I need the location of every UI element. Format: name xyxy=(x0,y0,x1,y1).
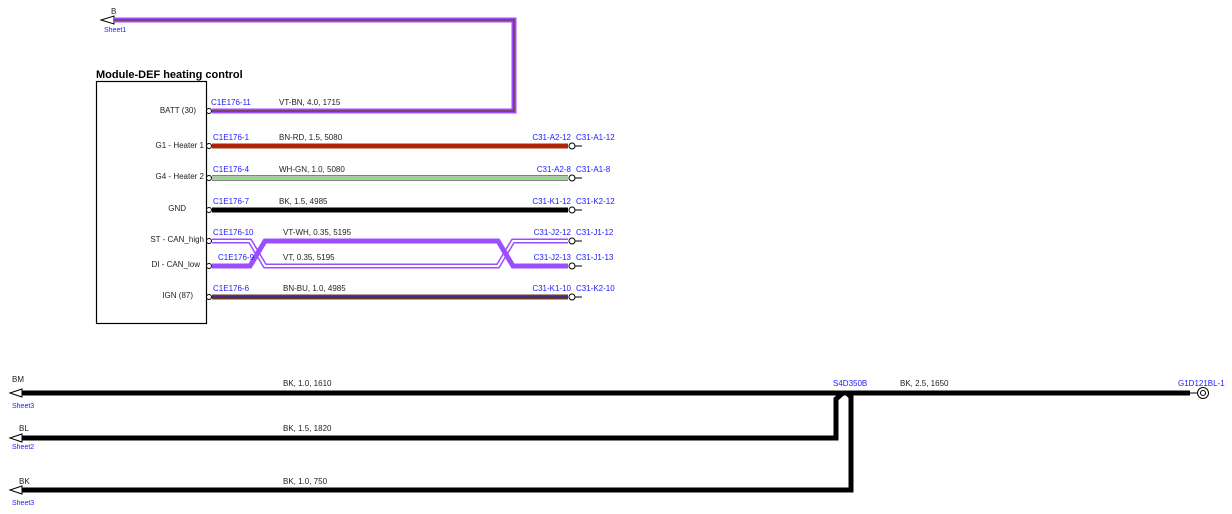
pin-label-can-high: ST - CAN_high xyxy=(150,235,204,244)
branch-spec-bl: BK, 1.5, 1820 xyxy=(283,424,332,433)
wire-to-b-heater1[interactable]: C31-A1-12 xyxy=(576,133,615,142)
connector-pin-icon xyxy=(568,142,576,150)
wire-from-c1e176-6[interactable]: C1E176-6 xyxy=(213,284,250,293)
wire-batt-route[interactable] xyxy=(114,17,517,114)
wire-to-a-can-high[interactable]: C31-J2-12 xyxy=(534,228,572,237)
wire-to-a-heater1[interactable]: C31-A2-12 xyxy=(532,133,571,142)
pin-terminal-icon xyxy=(206,143,212,149)
connector-pin-icon xyxy=(568,262,576,270)
wire-to-a-can-low[interactable]: C31-J2-13 xyxy=(534,253,572,262)
wire-from-c1e176-9[interactable]: C1E176-9 xyxy=(218,253,255,262)
pin-label-batt: BATT (30) xyxy=(160,106,196,115)
wire-to-a-ign[interactable]: C31-K1-10 xyxy=(532,284,571,293)
connector-arrow-icon xyxy=(8,388,23,398)
wire-spec-ign: BN-BU, 1.0, 4985 xyxy=(283,284,346,293)
splice-label[interactable]: S4D350B xyxy=(833,379,867,388)
wire-to-a-gnd[interactable]: C31-K1-12 xyxy=(532,197,571,206)
branch-spec-bk: BK, 1.0, 750 xyxy=(283,477,328,486)
connector-arrow-icon xyxy=(8,485,23,495)
wire-row-heater1[interactable]: C1E176-1 BN-RD, 1.5, 5080 C31-A2-12 C31-… xyxy=(206,133,616,150)
connector-arrow-icon xyxy=(99,15,115,25)
wire-row-heater2[interactable]: C1E176-4 WH-GN, 1.0, 5080 C31-A2-8 C31-A… xyxy=(206,165,611,182)
ground-harness[interactable]: BM Sheet3 BK, 1.0, 1610 BL Sheet2 BK, 1.… xyxy=(8,375,1225,507)
wire-spec-heater2: WH-GN, 1.0, 5080 xyxy=(279,165,345,174)
wire-spec-batt: VT-BN, 4.0, 1715 xyxy=(279,98,341,107)
wire-from-c1e176-10[interactable]: C1E176-10 xyxy=(213,228,254,237)
wire-spec-heater1: BN-RD, 1.5, 5080 xyxy=(279,133,343,142)
wire-to-b-gnd[interactable]: C31-K2-12 xyxy=(576,197,615,206)
wire-spec-gnd: BK, 1.5, 4985 xyxy=(279,197,328,206)
branch-sheet-link-bm[interactable]: Sheet3 xyxy=(12,403,34,410)
wire-row-ign[interactable]: C1E176-6 BN-BU, 1.0, 4985 C31-K1-10 C31-… xyxy=(206,284,616,301)
pin-label-ign: IGN (87) xyxy=(162,291,193,300)
branch-label-bk: BK xyxy=(19,477,30,486)
module-box[interactable] xyxy=(95,80,208,325)
pin-terminal-icon xyxy=(206,263,212,269)
connector-pin-icon xyxy=(568,237,576,245)
wire-from-c1e176-4[interactable]: C1E176-4 xyxy=(213,165,250,174)
pin-label-gnd: GND xyxy=(168,204,186,213)
wire-row-batt[interactable]: C1E176-11 VT-BN, 4.0, 1715 xyxy=(206,98,341,114)
wire-from-c1e176-1[interactable]: C1E176-1 xyxy=(213,133,250,142)
wire-to-b-can-low[interactable]: C31-J1-13 xyxy=(576,253,614,262)
wire-from-c1e176-7[interactable]: C1E176-7 xyxy=(213,197,250,206)
branch-sheet-link-bk[interactable]: Sheet3 xyxy=(12,500,34,507)
connector-pin-icon xyxy=(568,206,576,214)
pin-terminal-icon xyxy=(206,294,212,300)
connector-pin-icon xyxy=(568,293,576,301)
branch-label-bl: BL xyxy=(19,424,29,433)
pin-terminal-icon xyxy=(206,207,212,213)
branch-sheet-link-bl[interactable]: Sheet2 xyxy=(12,444,34,451)
wire-to-b-ign[interactable]: C31-K2-10 xyxy=(576,284,615,293)
wire-to-b-can-high[interactable]: C31-J1-12 xyxy=(576,228,614,237)
pin-label-heater2: G4 - Heater 2 xyxy=(156,172,205,181)
top-connector-sheet-link[interactable]: Sheet1 xyxy=(104,27,126,34)
wire-to-a-heater2[interactable]: C31-A2-8 xyxy=(537,165,572,174)
trunk-spec: BK, 2.5, 1650 xyxy=(900,379,949,388)
branch-spec-bm: BK, 1.0, 1610 xyxy=(283,379,332,388)
wire-spec-can-low: VT, 0.35, 5195 xyxy=(283,253,335,262)
pin-label-heater1: G1 - Heater 1 xyxy=(156,141,205,150)
module-title: Module-DEF heating control xyxy=(96,69,243,81)
pin-terminal-icon xyxy=(206,175,212,181)
wire-row-gnd[interactable]: C1E176-7 BK, 1.5, 4985 C31-K1-12 C31-K2-… xyxy=(206,197,616,214)
connector-arrow-icon xyxy=(8,433,23,443)
wire-spec-can-high: VT-WH, 0.35, 5195 xyxy=(283,228,352,237)
pin-terminal-icon xyxy=(206,108,212,114)
wire-to-b-heater2[interactable]: C31-A1-8 xyxy=(576,165,611,174)
ground-end-label[interactable]: G1D121BL-1 xyxy=(1178,379,1225,388)
pin-label-can-low: DI - CAN_low xyxy=(152,260,201,269)
wire-from-c1e176-11[interactable]: C1E176-11 xyxy=(211,98,251,107)
connector-pin-icon xyxy=(568,174,576,182)
pin-terminal-icon xyxy=(206,238,212,244)
wire-row-can-pair[interactable]: C1E176-10 VT-WH, 0.35, 5195 C31-J2-12 C3… xyxy=(206,228,614,270)
branch-label-bm: BM xyxy=(12,375,24,384)
top-connector-label: B xyxy=(111,7,116,16)
